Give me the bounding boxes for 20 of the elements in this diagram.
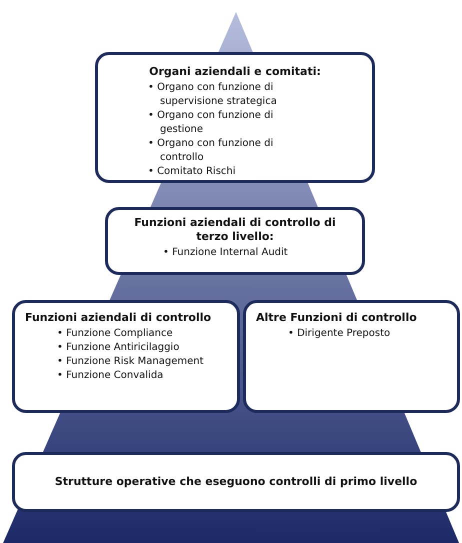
bullet-item: • Organo con funzione di supervisione strategica [148,81,278,109]
bullet-item: • Dirigente Preposto [288,327,392,341]
bullet-item: • Funzione Internal Audit [163,246,289,260]
bullet-item: • Funzione Compliance [57,327,174,341]
level-box [12,452,460,512]
box-heading: Strutture operative che eseguono controlli di primo livello [54,475,418,489]
level-box [12,300,240,413]
box-heading: Organi aziendali e comitati: [148,65,322,79]
box-heading: Altre Funzioni di controllo [256,311,418,325]
level-box [243,300,460,413]
bullet-item: • Organo con funzione di controllo [148,137,274,165]
level-box [95,52,375,183]
bullet-item: • Organo con funzione di gestione [148,109,274,137]
bullet-item: • Funzione Convalida [57,369,164,383]
level-box [105,207,365,275]
bullet-item: • Funzione Risk Management [57,355,205,369]
bullet-item: • Comitato Rischi [148,165,237,179]
bullet-item: • Funzione Antiricilaggio [57,341,180,355]
box-heading: Funzioni aziendali di controllo [25,311,212,325]
box-heading: Funzioni aziendali di controllo di terzo livello: [133,216,337,244]
